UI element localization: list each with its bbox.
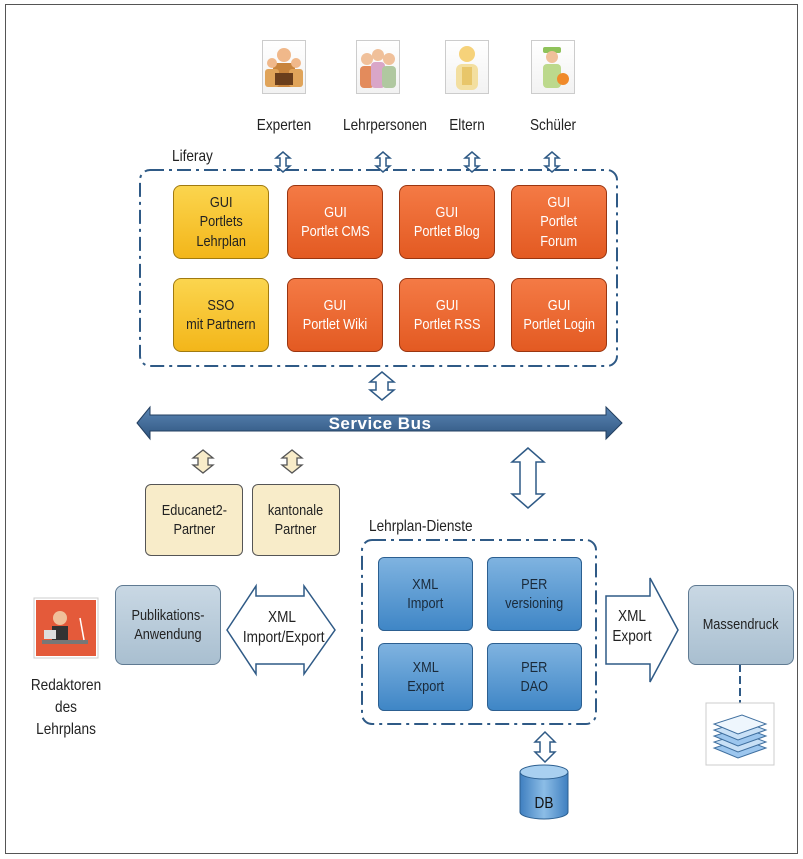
massendruck: Massendruck [688,585,794,665]
service-xml-export: XML Export [378,643,473,711]
portlet-forum: GUI Portlet Forum [511,185,607,259]
student-icon [531,40,575,94]
actor-label-experten: Experten [256,117,312,134]
partner-educanet2: Educanet2- Partner [145,484,243,556]
partner-kantonal: kantonale Partner [252,484,340,556]
parents-icon [445,40,489,94]
portlet-wiki: GUI Portlet Wiki [287,278,383,352]
editor-icon [33,597,99,659]
service-per-versioning: PER versioning [487,557,582,631]
xml-export-arrow [605,577,679,683]
portlet-cms: GUI Portlet CMS [287,185,383,259]
portlet-login: GUI Portlet Login [511,278,607,352]
liferay-container [139,169,618,367]
double-arrow-icon [273,151,562,173]
actor-label-lehrpersonen: Lehrpersonen [343,117,427,134]
xml-import-export-arrow [226,583,336,677]
xml-export-label: XML Export [612,608,652,645]
service-bus-label: Service Bus [328,414,432,433]
bus-dienste-arrow [510,447,546,509]
db-label: DB [534,795,554,812]
liferay-label: Liferay [172,148,213,165]
portlet-sso: SSO mit Partnern [173,278,269,352]
teachers-icon [356,40,400,94]
publikations-anwendung: Publikations- Anwendung [115,585,221,665]
paper-stack-icon [705,702,775,766]
service-per-dao: PER DAO [487,643,582,711]
portlet-lehrplan: GUI Portlets Lehrplan [173,185,269,259]
service-xml-import: XML Import [378,557,473,631]
db-cylinder [519,764,569,820]
experts-icon [262,40,306,94]
actor-label-eltern: Eltern [449,117,485,134]
portlet-blog: GUI Portlet Blog [399,185,495,259]
liferay-bus-arrow [367,371,397,401]
actor-label-schueler: Schüler [529,117,577,134]
lehrplan-dienste-container [361,539,597,725]
editors-label: Redaktoren des Lehrplans [30,677,102,739]
diagram-frame [5,4,798,854]
xml-import-export-label: XML Import/Export [242,609,325,646]
lehrplan-dienste-label: Lehrplan-Dienste [369,518,473,535]
service-bus-arrow [136,405,623,441]
portlet-rss: GUI Portlet RSS [399,278,495,352]
